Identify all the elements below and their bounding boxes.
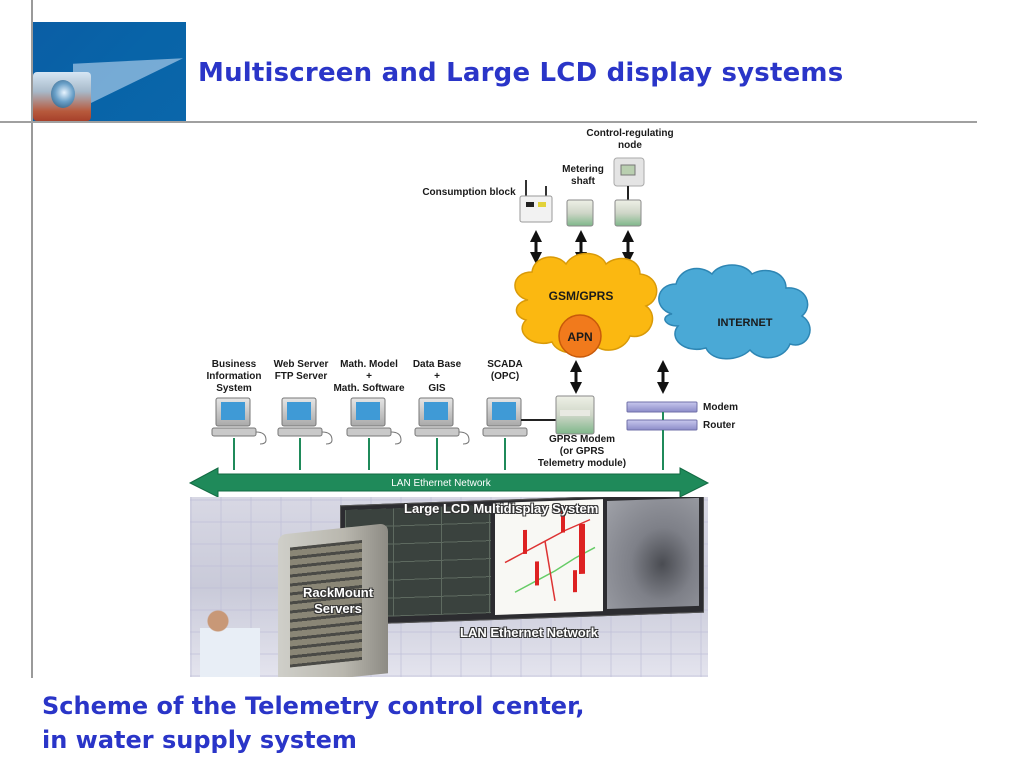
workstation-scada [482,397,528,437]
router-device [626,419,698,431]
din-rail-module-icon [566,199,594,227]
workstation-label-web-ftp: Web Server FTP Server [273,359,329,382]
metering-shaft-device [566,199,594,227]
slide-title: Multiscreen and Large LCD display system… [198,58,844,88]
workstation-label-math: Math. Model + Math. Software [333,359,405,394]
lan-bus-label: LAN Ethernet Network [391,478,491,489]
modem-icon [626,401,698,413]
lan-ethernet-bus: LAN Ethernet Network [188,467,710,498]
control-center-photo: Large LCD Multidisplay System RackMount … [190,497,708,677]
din-rail-module-icon [614,199,642,227]
workstation-math-model [346,397,402,445]
apn-label: APN [567,330,592,344]
lcd-screen-network-graph [495,499,603,615]
workstation-business [211,397,267,445]
workstations [211,397,556,470]
router-icon [626,419,698,431]
slide-caption: Scheme of the Telemetry control center, … [42,689,585,757]
control-regulating-node-device [613,157,645,227]
lcd-multidisplay-label: Large LCD Multidisplay System [404,501,599,516]
projector-logo [33,22,186,121]
gsm-gprs-label: GSM/GPRS [549,289,614,303]
caption-line-1: Scheme of the Telemetry control center, [42,692,585,720]
operator-figure [200,607,260,677]
lcd-screen-map [607,497,699,610]
workstation-web-ftp [277,397,333,445]
workstation-database-gis [414,397,470,445]
modem-device [626,401,698,413]
internet-cloud: INTERNET [658,264,811,360]
modem-label: Modem [703,402,738,413]
left-vertical-rule [31,0,33,678]
gsm-gprs-cloud: GSM/GPRS APN [514,252,658,358]
consumption-block-label: Consumption block [422,187,516,198]
consumption-block-device [519,180,553,223]
gprs-modem-device [555,395,595,435]
metering-shaft-label: Metering shaft [562,164,604,187]
photo-lan-label: LAN Ethernet Network [460,625,598,640]
rackmount-servers-label: RackMount Servers [302,585,374,616]
control-regulating-node-label: Control-regulating node [586,128,674,151]
apn-circle [558,314,602,358]
caption-line-2: in water supply system [42,726,357,754]
workstation-label-database: Data Base + GIS [412,359,462,394]
internet-label: INTERNET [718,317,773,329]
network-graph-chart [504,506,596,601]
header-horizontal-rule [0,121,977,123]
wireless-router-icon [519,195,553,223]
workstation-label-scada: SCADA (OPC) [487,359,523,382]
projector-lens-icon [51,80,75,108]
workstation-label-business: Business Information System [206,359,262,394]
lcd-multidisplay-wall [340,497,704,626]
router-label: Router [703,420,736,431]
gprs-modem-label: GPRS Modem (or GPRS Telemetry module) [537,434,627,469]
